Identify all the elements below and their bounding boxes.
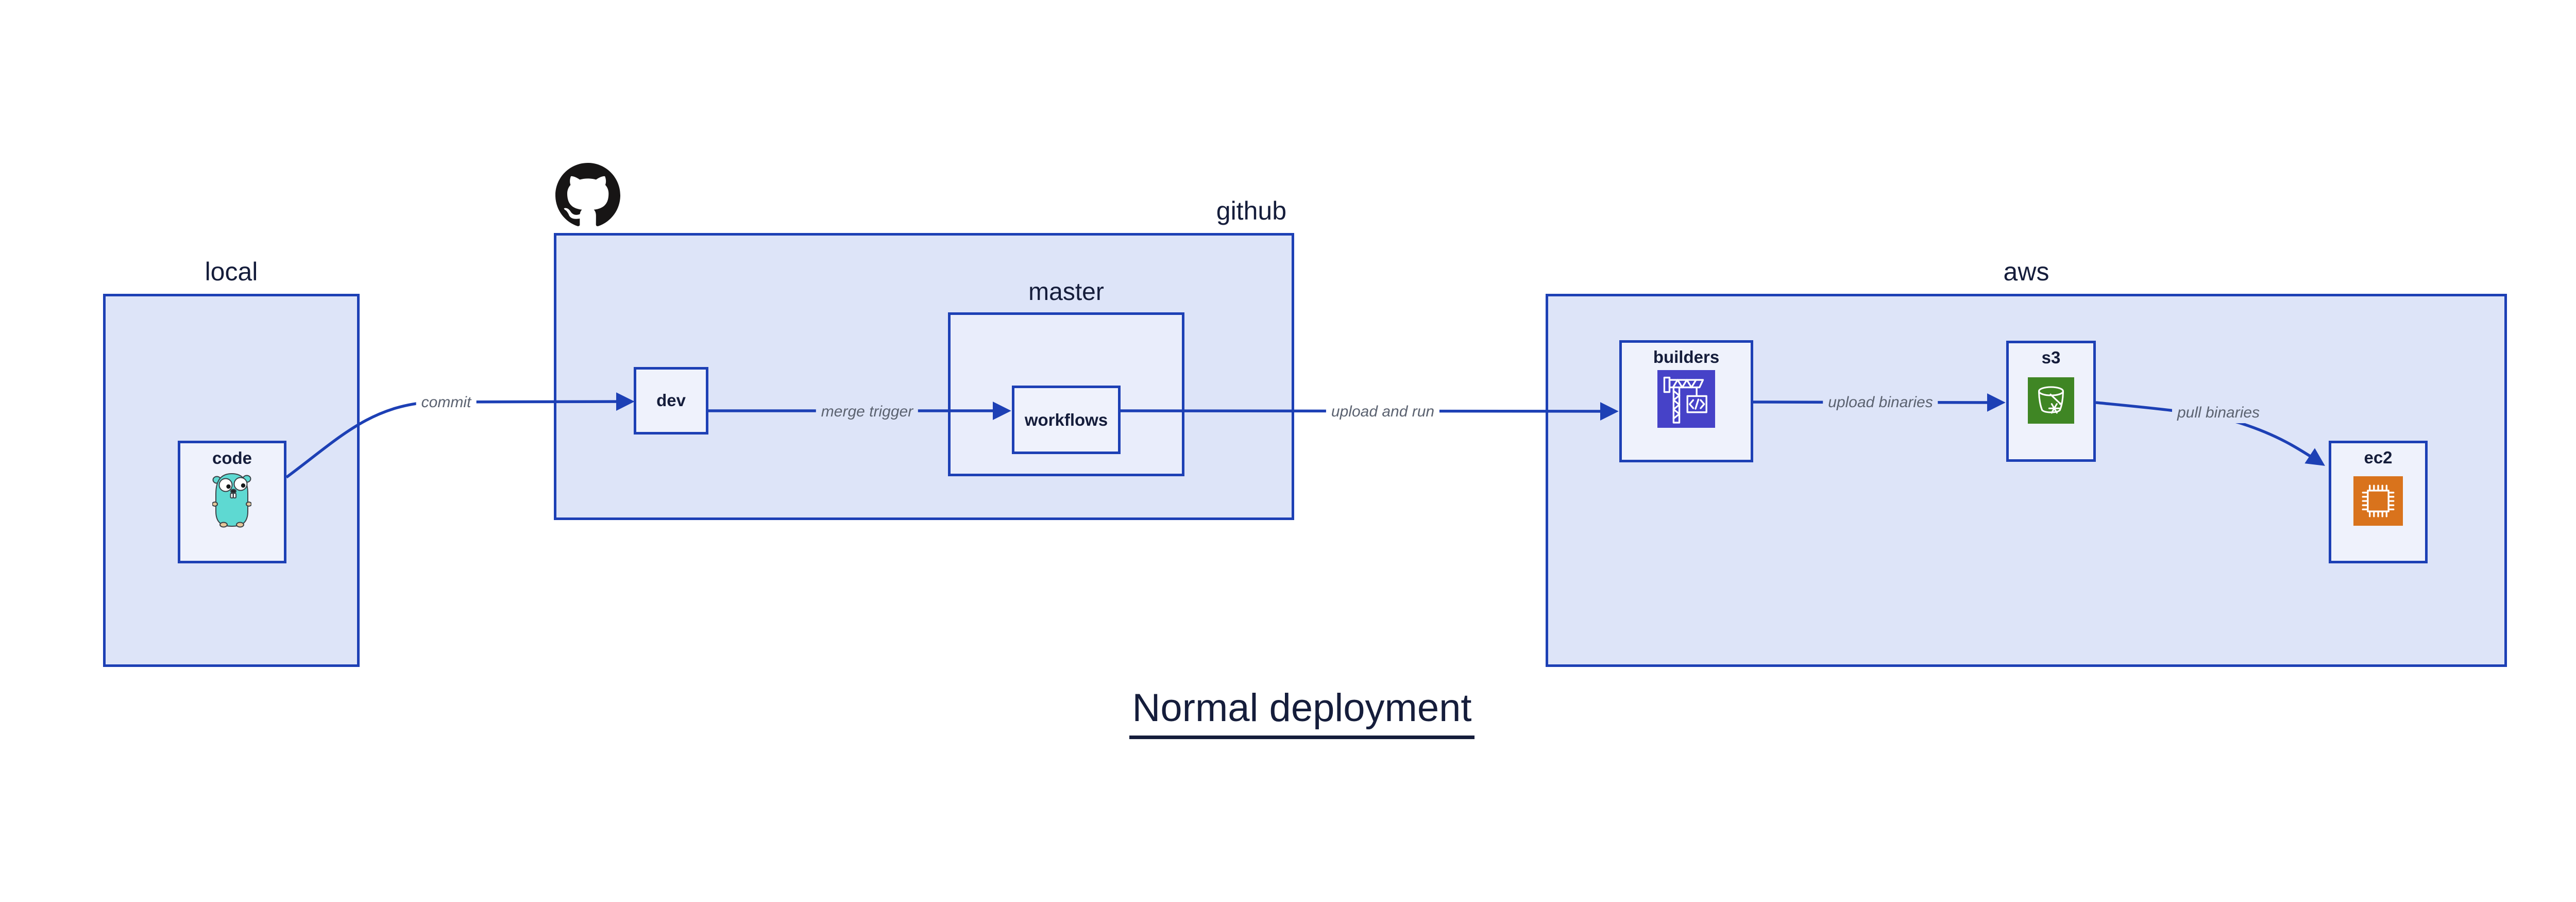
diagram-title-text: Normal deployment xyxy=(1129,686,1475,739)
s3-node xyxy=(2006,341,2096,462)
s3-glacier-bucket-icon xyxy=(2028,377,2074,424)
dev-node xyxy=(634,367,708,435)
workflows-node-label: workflows xyxy=(1024,410,1108,429)
go-gopher-icon xyxy=(212,473,251,528)
edge-label-upload-and-run: upload and run xyxy=(1326,402,1440,422)
edge-label-upload-binaries: upload binaries xyxy=(1823,392,1938,413)
edge-label-commit: commit xyxy=(416,392,477,413)
ec2-node-label: ec2 xyxy=(2364,448,2393,467)
commit-arrow xyxy=(285,392,635,479)
diagram-title: Normal deployment xyxy=(0,686,2576,739)
workflows-node xyxy=(1012,386,1121,454)
github-container-label: github xyxy=(1216,196,1286,225)
master-container-label: master xyxy=(1028,278,1104,306)
aws-container-label: aws xyxy=(2003,257,2049,286)
ec2-node xyxy=(2329,441,2428,563)
local-container-label: local xyxy=(205,257,258,286)
edge-label-pull-binaries: pull binaries xyxy=(2172,403,2265,423)
github-logo-icon xyxy=(555,163,620,226)
code-node-label: code xyxy=(212,448,252,467)
builders-node-label: builders xyxy=(1653,347,1720,366)
s3-node-label: s3 xyxy=(2041,348,2061,367)
codebuild-crane-icon xyxy=(1657,370,1715,428)
ec2-chip-icon xyxy=(2353,476,2403,526)
dev-node-label: dev xyxy=(656,391,686,410)
edge-label-merge-trigger: merge trigger xyxy=(816,402,919,422)
